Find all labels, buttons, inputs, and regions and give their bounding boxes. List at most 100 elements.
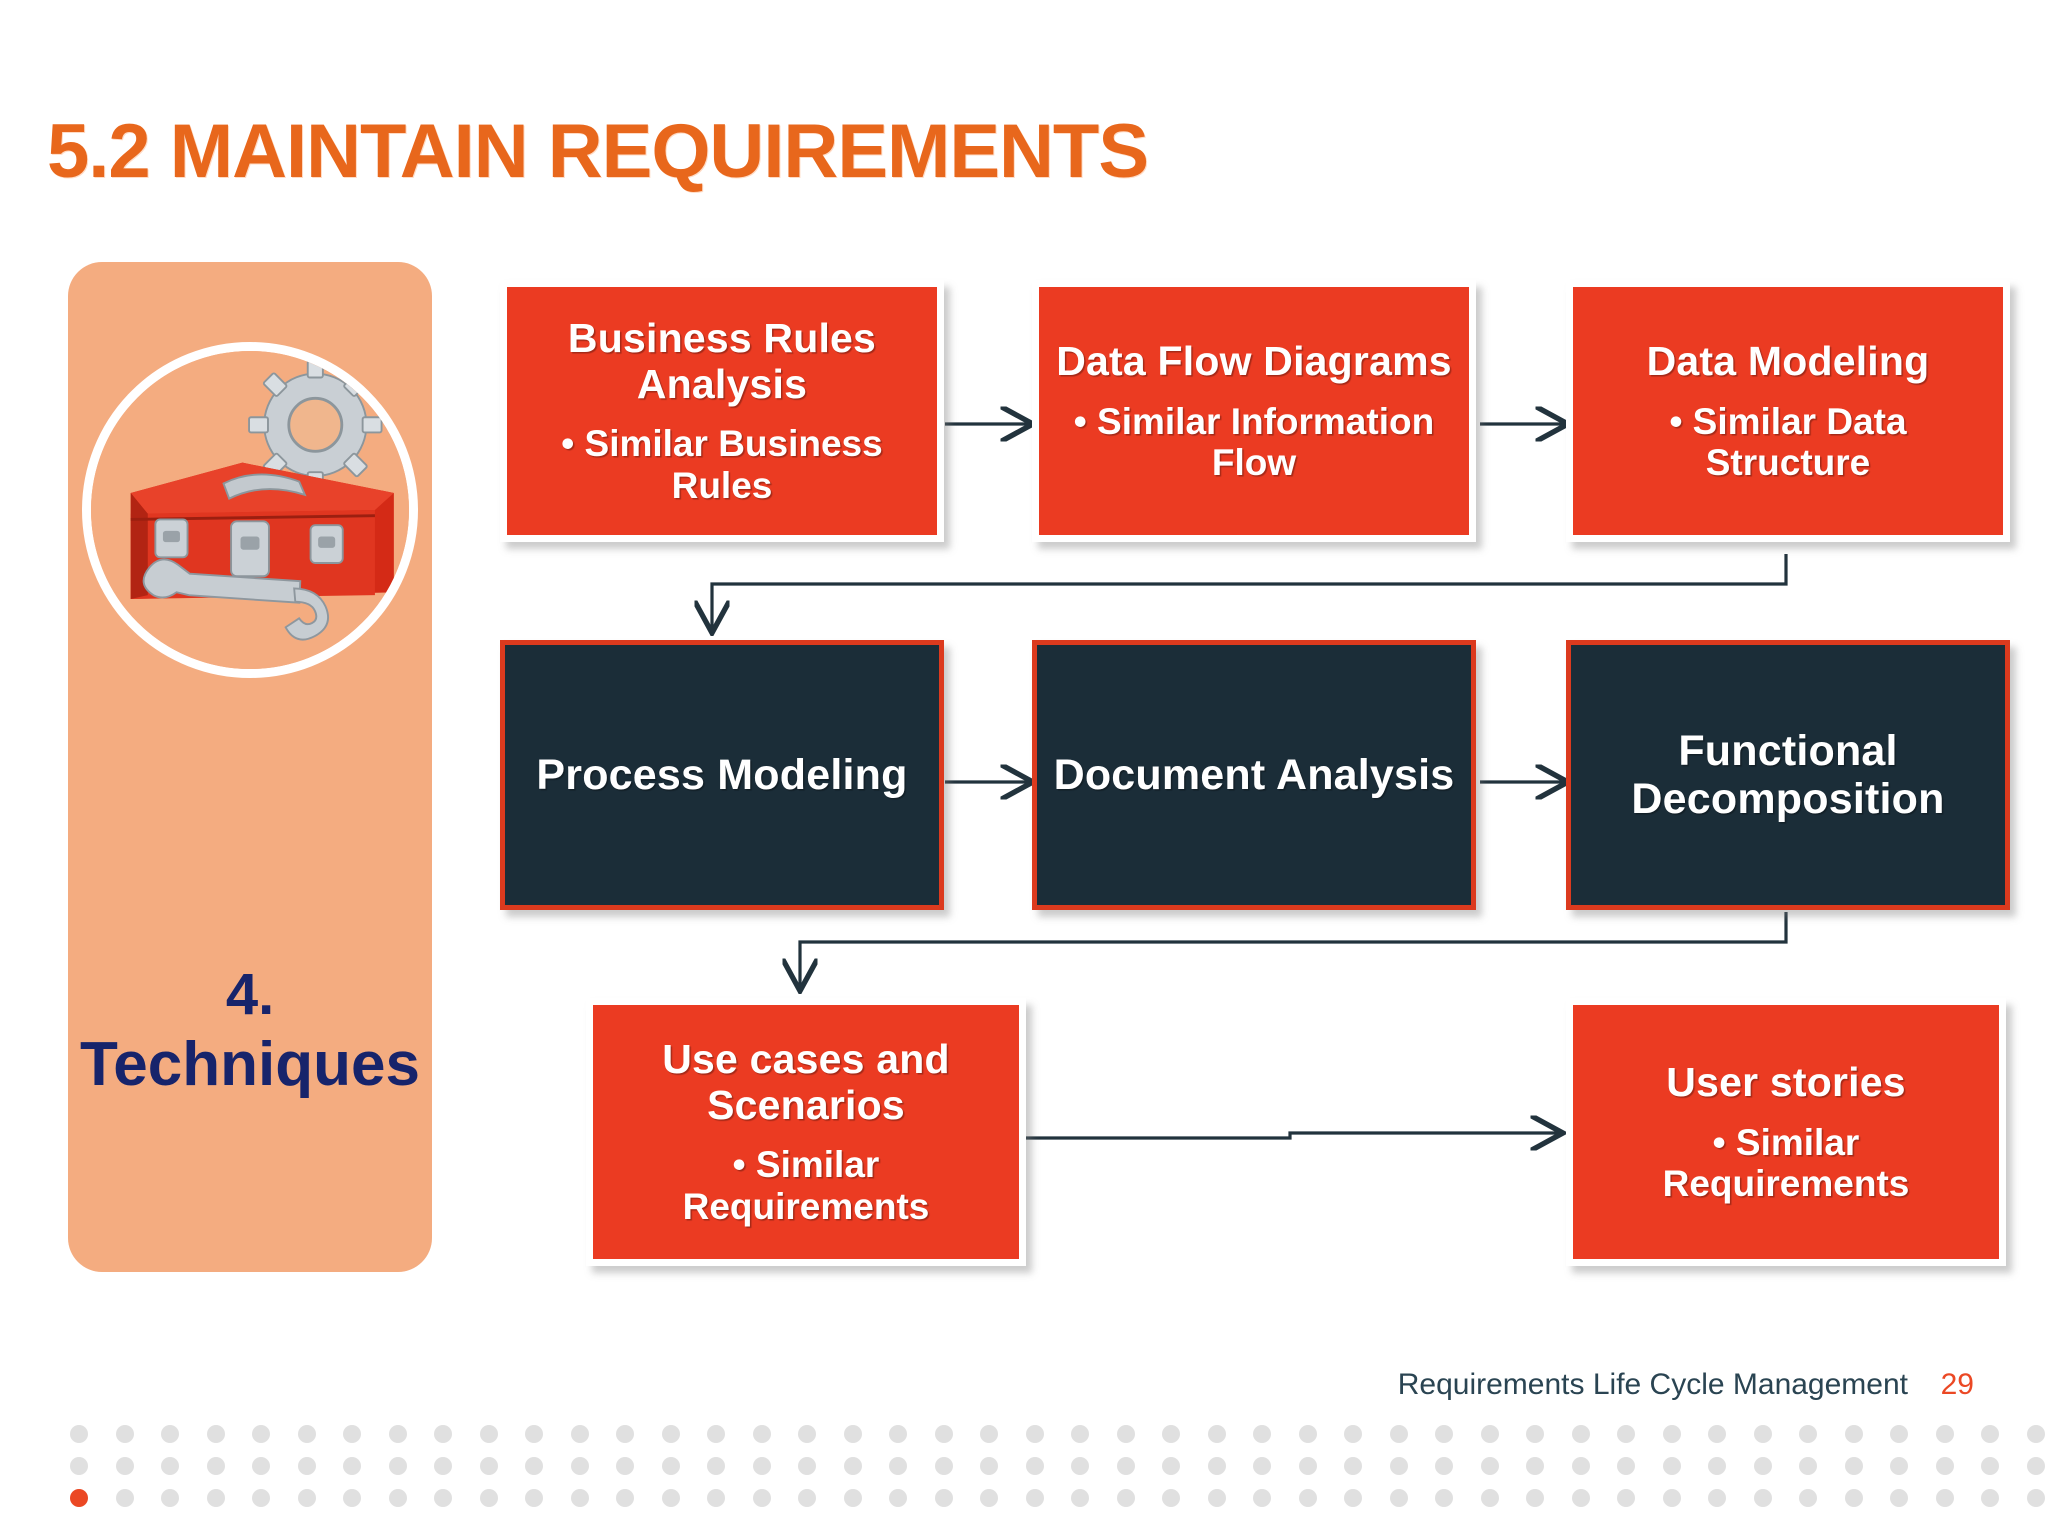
decorative-dot — [1799, 1425, 1817, 1443]
decorative-dot — [434, 1489, 452, 1507]
decorative-dot — [1480, 1457, 1499, 1475]
flow-box-bullet: • Similar Business Rules — [561, 423, 883, 506]
flow-box-bullet: • Similar Requirements — [682, 1144, 930, 1227]
decorative-dot — [707, 1457, 725, 1475]
decorative-dot — [1025, 1425, 1044, 1443]
flow-box-business-rules-analysis[interactable]: Business Rules Analysis • Similar Busine… — [500, 280, 944, 542]
decorative-dot — [2026, 1425, 2045, 1443]
flow-box-title: Business Rules Analysis — [567, 314, 877, 407]
decorative-dot — [1207, 1425, 1226, 1443]
decorative-dot — [1708, 1489, 1726, 1507]
flow-box-bullet: • Similar Requirements — [1662, 1121, 1910, 1204]
decorative-dot — [1435, 1457, 1453, 1475]
toolbox-illustration — [91, 351, 409, 669]
decorative-dot — [1981, 1425, 1999, 1443]
decorative-dot — [1662, 1457, 1681, 1475]
decorative-dot — [388, 1457, 407, 1475]
decorative-dot — [1071, 1425, 1089, 1443]
decorative-dot — [1389, 1489, 1408, 1507]
decorative-dot — [1935, 1425, 1954, 1443]
decorative-dot — [206, 1425, 225, 1443]
decorative-dot — [570, 1457, 589, 1475]
sidebar-number: 4. — [225, 962, 275, 1027]
decorative-dot — [934, 1489, 953, 1507]
decorative-dot — [1207, 1489, 1226, 1507]
decorative-dot — [70, 1425, 88, 1443]
decorative-dot — [798, 1489, 816, 1507]
sidebar-label: 4. Techniques — [68, 962, 432, 1100]
decorative-dot — [1526, 1489, 1544, 1507]
decorative-dot — [388, 1425, 407, 1443]
decorative-dot — [1753, 1425, 1772, 1443]
decorative-dot — [661, 1425, 680, 1443]
decorative-dot — [843, 1489, 862, 1507]
flow-box-title: Data Flow Diagrams — [1056, 337, 1452, 384]
accent-dot — [70, 1489, 88, 1507]
decorative-dot — [1162, 1425, 1180, 1443]
decorative-dot — [206, 1489, 225, 1507]
flow-box-title: Functional Decomposition — [1631, 726, 1945, 823]
decorative-dot — [1799, 1457, 1817, 1475]
decorative-dot — [843, 1425, 862, 1443]
flow-box-bullet: • Similar Information Flow — [1073, 400, 1435, 483]
flow-box-data-modeling[interactable]: Data Modeling • Similar Data Structure — [1566, 280, 2010, 542]
arrow-usecases-to-userstories — [1026, 1133, 1560, 1138]
flow-box-document-analysis[interactable]: Document Analysis — [1032, 640, 1476, 910]
dot-row — [70, 1457, 2045, 1475]
decorative-dot — [934, 1425, 953, 1443]
decorative-dot — [1844, 1457, 1863, 1475]
flow-box-data-flow-diagrams[interactable]: Data Flow Diagrams • Similar Information… — [1032, 280, 1476, 542]
decorative-dot — [1571, 1457, 1590, 1475]
decorative-dot — [1071, 1489, 1089, 1507]
decorative-dot — [1753, 1489, 1772, 1507]
decorative-dot — [115, 1457, 134, 1475]
flow-box-process-modeling[interactable]: Process Modeling — [500, 640, 944, 910]
decorative-dot — [1662, 1489, 1681, 1507]
flow-box-functional-decomposition[interactable]: Functional Decomposition — [1566, 640, 2010, 910]
flow-box-title: Data Modeling — [1646, 337, 1930, 384]
flow-box-title: Use cases and Scenarios — [662, 1035, 950, 1128]
decorative-dot — [1162, 1489, 1180, 1507]
flow-box-bullet: • Similar Data Structure — [1669, 400, 1907, 483]
decorative-dot — [1071, 1457, 1089, 1475]
decorative-dot — [252, 1425, 270, 1443]
decorative-dot — [1617, 1425, 1635, 1443]
decorative-dot — [1344, 1425, 1362, 1443]
decorative-dot — [161, 1489, 179, 1507]
arrow-functional-to-usecases — [800, 912, 1788, 988]
decorative-dot — [479, 1425, 498, 1443]
decorative-dot — [1526, 1425, 1544, 1443]
decorative-dot — [1981, 1489, 1999, 1507]
flow-box-user-stories[interactable]: User stories • Similar Requirements — [1566, 998, 2006, 1266]
decorative-dot — [1890, 1489, 1908, 1507]
decorative-dot — [115, 1489, 134, 1507]
decorative-dot — [1298, 1489, 1317, 1507]
decorative-dot — [252, 1457, 270, 1475]
flow-box-title: User stories — [1666, 1058, 1906, 1105]
decorative-dot — [1890, 1425, 1908, 1443]
decorative-dot — [161, 1457, 179, 1475]
decorative-dot — [570, 1425, 589, 1443]
decorative-dot — [980, 1489, 998, 1507]
decorative-dot — [161, 1425, 179, 1443]
flow-box-use-cases-and-scenarios[interactable]: Use cases and Scenarios • Similar Requir… — [586, 998, 1026, 1266]
dot-row — [70, 1425, 2045, 1443]
decorative-dot — [2026, 1457, 2045, 1475]
decorative-dot — [1753, 1457, 1772, 1475]
decorative-dot — [1116, 1425, 1135, 1443]
decorative-dot — [889, 1489, 907, 1507]
decorative-dot — [1708, 1457, 1726, 1475]
decorative-dot — [343, 1457, 361, 1475]
decorative-dot — [1890, 1457, 1908, 1475]
sidebar-panel: 4. Techniques — [68, 262, 432, 1272]
decorative-dot — [1298, 1457, 1317, 1475]
decorative-dot — [1253, 1457, 1271, 1475]
decorative-dot — [434, 1425, 452, 1443]
decorative-dot — [434, 1457, 452, 1475]
decorative-dot — [980, 1457, 998, 1475]
decorative-dot — [115, 1425, 134, 1443]
decorative-dot — [1207, 1457, 1226, 1475]
decorative-dot — [661, 1457, 680, 1475]
decorative-dot — [1435, 1489, 1453, 1507]
decorative-dot — [616, 1489, 634, 1507]
